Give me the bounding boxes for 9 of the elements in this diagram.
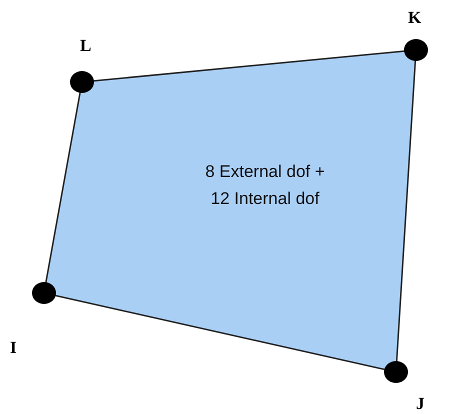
corner-label: L bbox=[80, 36, 92, 56]
corner-label: K bbox=[408, 8, 422, 28]
node-dot bbox=[404, 39, 428, 61]
node-dot bbox=[32, 282, 56, 304]
node-dot bbox=[70, 71, 94, 93]
node-dot bbox=[384, 361, 408, 383]
corner-label: J bbox=[416, 394, 424, 414]
corner-label: I bbox=[10, 338, 17, 358]
element-text: 8 External dof + 12 Internal dof bbox=[204, 161, 326, 210]
